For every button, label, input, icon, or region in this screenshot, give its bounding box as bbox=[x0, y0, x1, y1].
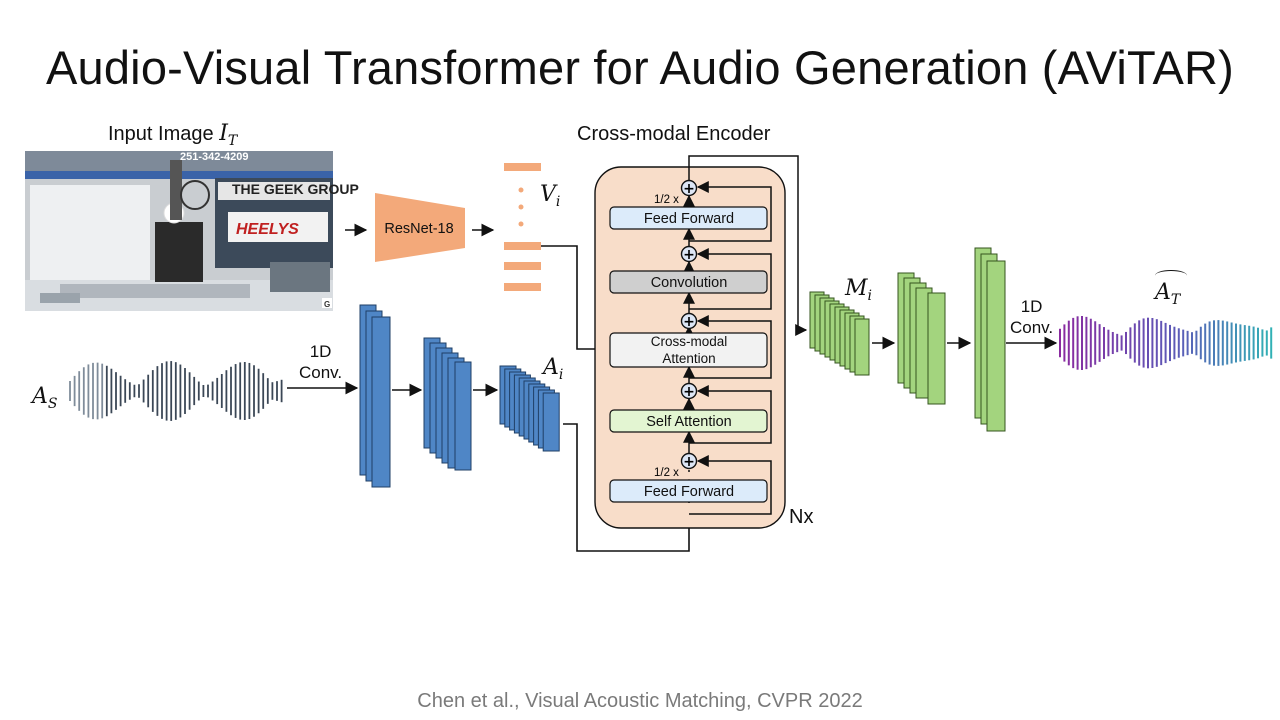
cross-attention-label-2: Attention bbox=[662, 351, 715, 366]
svg-text:+: + bbox=[683, 314, 695, 330]
mi-sub: i bbox=[867, 288, 873, 304]
at-sub: T bbox=[1170, 292, 1181, 308]
photo-phone-text: 251-342-4209 bbox=[180, 151, 249, 163]
self-attention-label: Self Attention bbox=[646, 414, 731, 430]
resnet-block bbox=[375, 193, 465, 262]
encoder-repeat-label: Nx bbox=[789, 506, 814, 528]
feed-forward-top-block bbox=[609, 206, 768, 230]
visual-feature-label: Vi bbox=[540, 182, 560, 210]
half-scale-bottom: 1/2 x bbox=[654, 467, 679, 479]
citation: Chen et al., Visual Acoustic Matching, C… bbox=[417, 690, 863, 712]
feed-forward-top-label: Feed Forward bbox=[644, 211, 734, 227]
input-photo bbox=[25, 151, 333, 311]
decoder-stack-3 bbox=[974, 247, 1006, 432]
input-image-symbol: IT bbox=[219, 121, 238, 149]
conv-left-label: 1D Conv. bbox=[299, 341, 342, 383]
audio-encoder-stack-1 bbox=[359, 304, 391, 488]
conv-right-line1: 1D bbox=[1020, 297, 1043, 316]
encoder-add-nodes: + + + + + bbox=[680, 179, 698, 470]
photo-brand-text: HEELYS bbox=[236, 221, 299, 238]
resnet-label: ResNet-18 bbox=[384, 221, 453, 237]
ai-letter: A bbox=[543, 355, 559, 380]
slide-title: Audio-Visual Transformer for Audio Gener… bbox=[45, 41, 1235, 94]
half-scale-top: 1/2 x bbox=[654, 194, 679, 206]
audio-source-label: AS bbox=[32, 384, 57, 412]
audio-encoder-stack-3 bbox=[499, 365, 560, 452]
mi-letter: M bbox=[845, 276, 868, 301]
conv-right-label: 1D Conv. bbox=[1010, 296, 1053, 338]
source-waveform bbox=[69, 361, 283, 421]
svg-text:+: + bbox=[683, 454, 695, 470]
svg-text:+: + bbox=[683, 181, 695, 197]
as-letter: A bbox=[32, 384, 48, 409]
add-node-4 bbox=[680, 382, 698, 400]
decoder-stack-1 bbox=[809, 291, 870, 376]
audio-target-label: AT bbox=[1155, 270, 1187, 308]
add-node-2 bbox=[680, 245, 698, 263]
encoder-title: Cross-modal Encoder bbox=[577, 123, 771, 145]
audio-feature-label: Ai bbox=[543, 355, 563, 383]
as-sub: S bbox=[47, 396, 58, 412]
mid-feature-label: Mi bbox=[845, 276, 872, 304]
ai-sub: i bbox=[558, 367, 564, 383]
visual-feature-bars bbox=[504, 163, 541, 291]
photo-badge-text: G bbox=[324, 300, 330, 309]
input-image-symbol-sub: T bbox=[227, 133, 238, 149]
svg-text:+: + bbox=[683, 247, 695, 263]
audio-encoder-stack-2 bbox=[423, 337, 472, 471]
vi-sub: i bbox=[555, 194, 561, 210]
convolution-block bbox=[609, 270, 768, 294]
input-image-label-text: Input Image bbox=[108, 123, 214, 145]
photo-banner-text: THE GEEK GROUP bbox=[232, 181, 359, 197]
input-image-symbol-letter: I bbox=[219, 121, 228, 146]
input-image-label: Input Image IT bbox=[108, 121, 237, 149]
vi-letter: V bbox=[540, 182, 556, 207]
convolution-label: Convolution bbox=[651, 275, 728, 291]
hat-accent bbox=[1155, 270, 1187, 281]
feed-forward-bottom-label: Feed Forward bbox=[644, 484, 734, 500]
connector-vi-cross-attention bbox=[541, 245, 611, 356]
target-waveform bbox=[1059, 315, 1273, 371]
at-letter: A bbox=[1155, 280, 1171, 305]
svg-text:+: + bbox=[683, 384, 695, 400]
feed-forward-bottom-block bbox=[609, 479, 768, 503]
cross-attention-label-1: Cross-modal bbox=[651, 334, 728, 349]
add-node-1 bbox=[680, 179, 698, 197]
connector-ai-encoder bbox=[563, 423, 696, 552]
decoder-stack-2 bbox=[897, 272, 946, 405]
add-node-3 bbox=[680, 312, 698, 330]
conv-left-line2: Conv. bbox=[299, 363, 343, 382]
add-node-5 bbox=[680, 452, 698, 470]
conv-right-line2: Conv. bbox=[1010, 318, 1054, 337]
self-attention-block bbox=[609, 409, 768, 433]
cross-attention-block bbox=[609, 332, 768, 368]
conv-left-line1: 1D bbox=[309, 342, 332, 361]
